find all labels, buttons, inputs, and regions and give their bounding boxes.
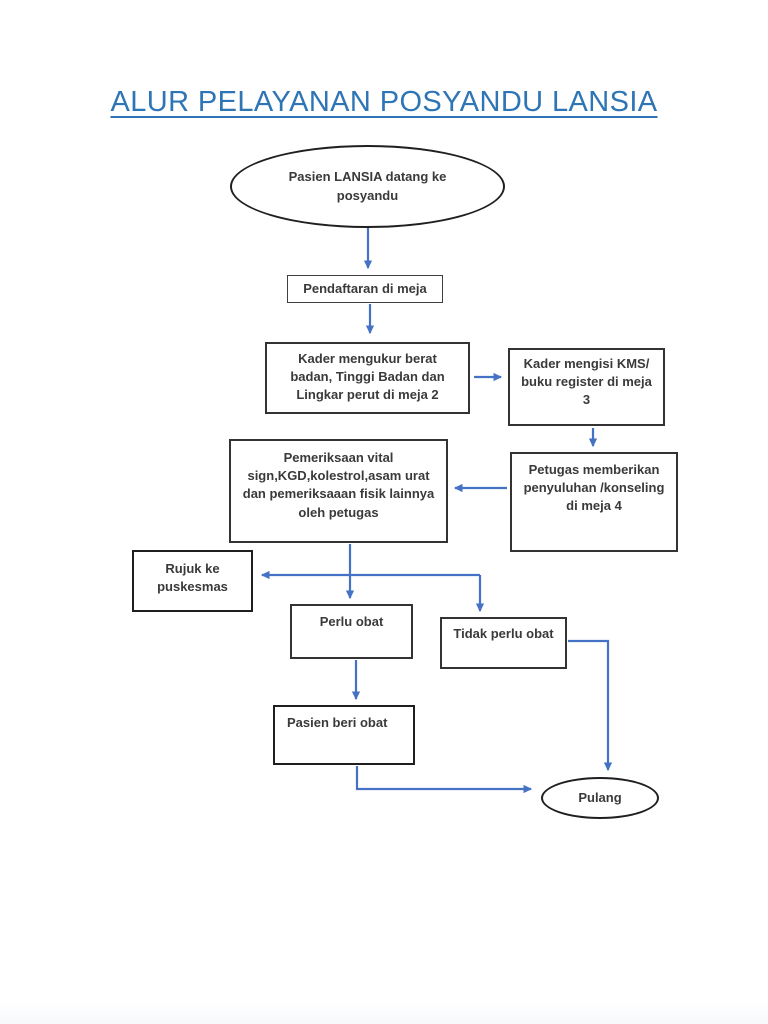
arrow-tidakperluobat-to-pulang: [568, 639, 613, 772]
watermark-band: [0, 1002, 768, 1024]
node-pasien-beri-obat-label: Pasien beri obat: [287, 715, 388, 730]
node-pemeriksaan: Pemeriksaan vital sign,KGD,kolestrol,asa…: [229, 439, 448, 543]
node-rujuk-puskesmas-label: Rujuk ke puskesmas: [157, 561, 228, 595]
node-perlu-obat: Perlu obat: [290, 604, 413, 659]
node-ukur-berat: Kader mengukur berat badan, Tinggi Badan…: [265, 342, 470, 414]
node-kader-kms: Kader mengisi KMS/ buku register di meja…: [508, 348, 665, 426]
arrow-beriobat-to-pulang: [355, 766, 533, 794]
node-pemeriksaan-label: Pemeriksaan vital sign,KGD,kolestrol,asa…: [242, 450, 435, 520]
node-rujuk-puskesmas: Rujuk ke puskesmas: [132, 550, 253, 612]
page-title: ALUR PELAYANAN POSYANDU LANSIA: [110, 86, 658, 118]
node-tidak-perlu-obat: Tidak perlu obat: [440, 617, 567, 669]
node-pendaftaran: Pendaftaran di meja: [287, 275, 443, 303]
node-pulang-ellipse: Pulang: [541, 777, 659, 819]
node-tidak-perlu-obat-label: Tidak perlu obat: [453, 626, 554, 641]
node-start-ellipse: Pasien LANSIA datang ke posyandu: [230, 145, 505, 228]
node-pendaftaran-label: Pendaftaran di meja: [303, 280, 427, 296]
node-penyuluhan: Petugas memberikan penyuluhan /konseling…: [510, 452, 678, 552]
node-pulang-label: Pulang: [578, 789, 622, 805]
node-kader-kms-label: Kader mengisi KMS/ buku register di meja…: [521, 356, 652, 408]
node-start-label: Pasien LANSIA datang ke posyandu: [288, 169, 447, 203]
node-perlu-obat-label: Perlu obat: [319, 614, 384, 629]
node-ukur-berat-label: Kader mengukur berat badan, Tinggi Badan…: [290, 351, 445, 403]
node-penyuluhan-label: Petugas memberikan penyuluhan /konseling…: [523, 462, 665, 514]
node-pasien-beri-obat: Pasien beri obat: [273, 705, 415, 765]
